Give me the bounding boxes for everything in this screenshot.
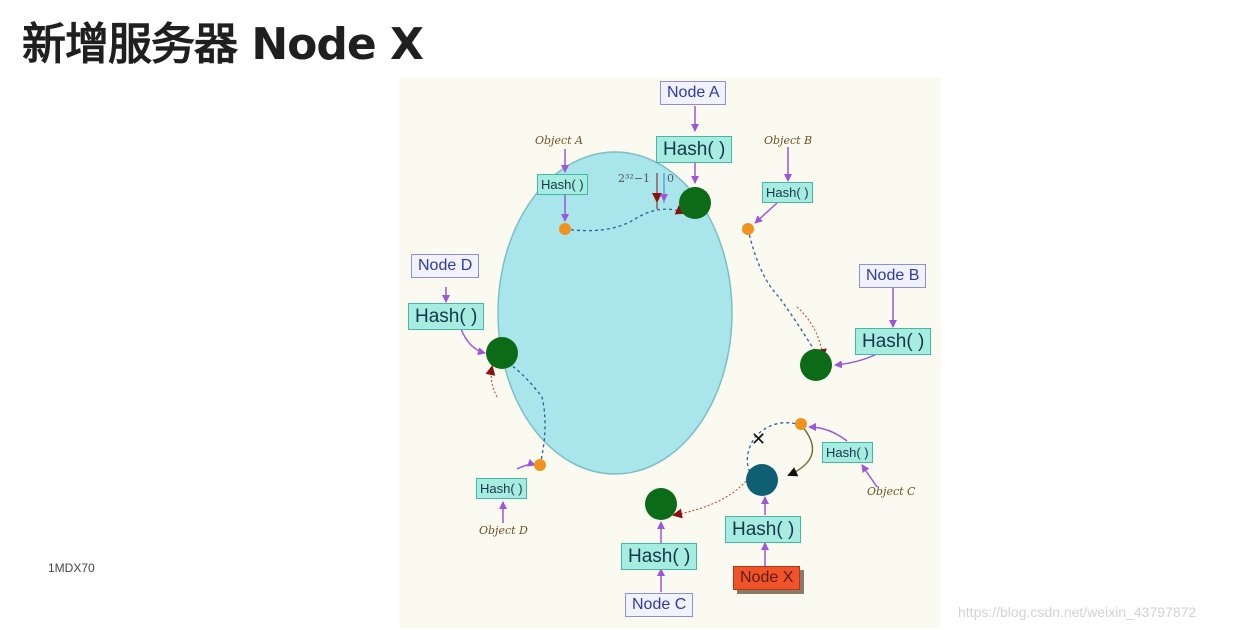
hash-ring xyxy=(497,151,733,475)
slide-code: 1MDX70 xyxy=(48,561,95,575)
ring-max-label: 2³²−1 xyxy=(618,172,651,185)
node-b-label: Node B xyxy=(859,264,927,288)
hash-object-a: Hash( ) xyxy=(537,174,588,195)
server-dot-node-a xyxy=(679,187,711,219)
slide-title: 新增服务器 Node X xyxy=(22,19,424,70)
hash-node-c: Hash( ) xyxy=(621,543,698,570)
path-object-a xyxy=(564,205,686,232)
hash-object-c: Hash( ) xyxy=(822,442,873,463)
path-object-c xyxy=(746,422,802,476)
hash-object-b: Hash( ) xyxy=(762,182,813,203)
object-b-label: Object B xyxy=(764,134,813,147)
removed-path-mark: ✕ xyxy=(751,429,766,450)
object-c-label: Object C xyxy=(867,485,916,498)
watermark: https://blog.csdn.net/weixin_43797872 xyxy=(958,604,1197,620)
object-a-label: Object A xyxy=(535,134,584,147)
server-dot-node-b xyxy=(800,349,832,381)
path-object-b xyxy=(747,228,817,354)
node-x-label: Node X xyxy=(733,566,801,590)
server-dot-node-x xyxy=(746,464,778,496)
node-d-label: Node D xyxy=(411,254,480,278)
path-object-c-old xyxy=(672,474,752,519)
hash-node-d: Hash( ) xyxy=(408,303,485,330)
object-dot-a xyxy=(559,223,571,235)
server-dot-node-c xyxy=(645,488,677,520)
object-d-label: Object D xyxy=(479,524,528,537)
object-dot-c xyxy=(795,418,807,430)
object-dot-b xyxy=(742,223,754,235)
consistent-hash-diagram: ✕ xyxy=(399,77,941,628)
ring-zero-label: 0 xyxy=(667,172,674,185)
hash-node-b: Hash( ) xyxy=(855,328,932,355)
object-dot-d xyxy=(534,459,546,471)
hash-node-x: Hash( ) xyxy=(725,516,802,543)
hash-node-a: Hash( ) xyxy=(656,136,733,163)
node-a-label: Node A xyxy=(660,81,727,105)
diagram-graphics: ✕ xyxy=(442,106,897,592)
hash-object-d: Hash( ) xyxy=(476,478,527,499)
node-c-label: Node C xyxy=(625,593,694,617)
server-dot-node-d xyxy=(486,337,518,369)
